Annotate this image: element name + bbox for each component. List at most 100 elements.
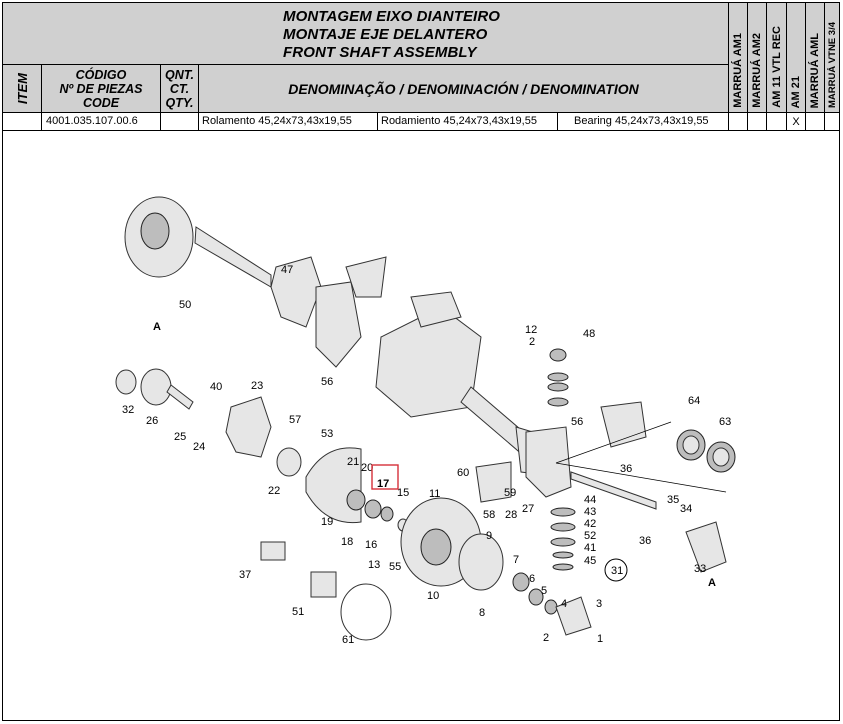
row-code: 4001.035.107.00.6 (42, 113, 161, 131)
diagram-label-46: A (708, 577, 716, 589)
diagram-label-56: 2 (543, 632, 549, 644)
diagram-label-39: 52 (584, 530, 596, 542)
item-header: ITEM (3, 65, 42, 113)
code-header-pt: CÓDIGO (75, 67, 127, 82)
qty-header-pt: QNT. (165, 67, 194, 82)
diagram-label-7: 32 (122, 404, 134, 416)
diagram-label-59: 31 (611, 565, 623, 577)
code-header-es: Nº DE PIEZAS (59, 81, 143, 96)
diagram-label-6: A (153, 321, 161, 333)
model-col-vtne: MARRUÁ VTNE 3/4 (825, 3, 839, 113)
diagram-label-44: 36 (639, 535, 651, 547)
diagram-label-52: 6 (529, 573, 535, 585)
diagram-label-54: 4 (561, 598, 567, 610)
model-label-am1: MARRUÁ AM1 (732, 33, 744, 108)
row-qty (161, 113, 199, 131)
model-label-vtne: MARRUÁ VTNE 3/4 (826, 21, 838, 108)
model-col-am11: AM 11 VTL REC (767, 3, 787, 113)
code-header: CÓDIGO Nº DE PIEZAS CODE (42, 65, 161, 113)
code-header-en: CODE (82, 95, 120, 110)
diagram-label-55: 3 (596, 598, 602, 610)
diagram-label-32: 55 (389, 561, 401, 573)
diagram-label-42: 35 (667, 494, 679, 506)
model-label-am11: AM 11 VTL REC (770, 26, 783, 108)
diagram-label-1: 47 (281, 264, 293, 276)
title-block: MONTAGEM EIXO DIANTEIRO MONTAJE EJE DELA… (3, 3, 729, 65)
diagram-label-11: 24 (193, 441, 205, 453)
diagram-parts (115, 196, 736, 641)
diagram-label-31: 13 (368, 559, 380, 571)
row-mark-aml (806, 113, 825, 131)
model-label-am2: MARRUÁ AM2 (751, 33, 763, 108)
title-line-es: MONTAJE EJE DELANTERO (283, 26, 488, 43)
model-col-aml: MARRUÁ AML (806, 3, 825, 113)
highlight-box (371, 464, 399, 490)
row-desc-pt: Rolamento 45,24x73,43x19,55 (199, 113, 378, 131)
diagram-label-28: 19 (321, 516, 333, 528)
diagram-label-0: 50 (179, 299, 191, 311)
diagram-label-25: 59 (504, 487, 516, 499)
denomination-header-label: DENOMINAÇÃO / DENOMINACIÓN / DENOMINATIO… (288, 80, 639, 97)
diagram-label-27: 22 (268, 485, 280, 497)
row-mark-vtne (825, 113, 839, 131)
diagram-label-24: 58 (483, 509, 495, 521)
diagram-label-26: 36 (620, 463, 632, 475)
diagram-label-35: 27 (522, 503, 534, 515)
row-item (3, 113, 42, 131)
diagram-label-16: 63 (719, 416, 731, 428)
diagram-label-14: 56 (571, 416, 583, 428)
diagram-label-34: 28 (505, 509, 517, 521)
item-header-label: ITEM (14, 72, 30, 105)
diagram-label-19: 20 (361, 462, 373, 474)
diagram-label-23: 60 (457, 467, 469, 479)
model-col-am1: MARRUÁ AM1 (729, 3, 748, 113)
diagram-label-43: 34 (680, 503, 692, 515)
diagram-label-47: 37 (239, 569, 251, 581)
diagram-label-58: 61 (342, 634, 354, 646)
model-label-aml: MARRUÁ AML (809, 32, 821, 108)
denomination-header: DENOMINAÇÃO / DENOMINACIÓN / DENOMINATIO… (199, 65, 729, 113)
diagram-label-50: 8 (479, 607, 485, 619)
diagram-label-41: 45 (584, 555, 596, 567)
row-mark-am1 (729, 113, 748, 131)
model-label-am21: AM 21 (790, 75, 802, 108)
diagram-label-37: 43 (584, 506, 596, 518)
diagram-label-3: 12 (525, 324, 537, 336)
row-mark-am21: X (787, 113, 806, 131)
diagram-label-45: 33 (694, 563, 706, 575)
diagram-label-10: 25 (174, 431, 186, 443)
diagram-label-29: 18 (341, 536, 353, 548)
diagram-label-18: 21 (347, 456, 359, 468)
title-line-pt: MONTAGEM EIXO DIANTEIRO (283, 8, 501, 25)
qty-header: QNT. CT. QTY. (161, 65, 199, 113)
model-col-am21: AM 21 (787, 3, 806, 113)
model-col-am2: MARRUÁ AM2 (748, 3, 767, 113)
diagram-label-33: 9 (486, 530, 492, 542)
diagram-label-49: 10 (427, 590, 439, 602)
row-desc-en: Bearing 45,24x73,43x19,55 (558, 113, 729, 131)
row-mark-am11 (767, 113, 787, 131)
qty-header-es: CT. (169, 81, 190, 96)
diagram-label-57: 1 (597, 633, 603, 645)
diagram-label-51: 7 (513, 554, 519, 566)
diagram-label-12: 23 (251, 380, 263, 392)
diagram-label-2: 56 (321, 376, 333, 388)
diagram-label-53: 5 (541, 585, 547, 597)
diagram-label-21: 15 (397, 487, 409, 499)
qty-header-en: QTY. (165, 95, 194, 110)
row-mark-am2 (748, 113, 767, 131)
diagram-label-17: 53 (321, 428, 333, 440)
diagram-label-4: 2 (529, 336, 535, 348)
diagram-label-8: 26 (146, 415, 158, 427)
diagram-label-13: 57 (289, 414, 301, 426)
diagram-label-38: 42 (584, 518, 596, 530)
diagram-label-5: 48 (583, 328, 595, 340)
diagram-label-20: 17 (377, 478, 389, 490)
title-line-en: FRONT SHAFT ASSEMBLY (283, 44, 477, 61)
diagram-label-48: 51 (292, 606, 304, 618)
diagram-label-22: 11 (429, 488, 440, 500)
row-desc-es: Rodamiento 45,24x73,43x19,55 (378, 113, 558, 131)
